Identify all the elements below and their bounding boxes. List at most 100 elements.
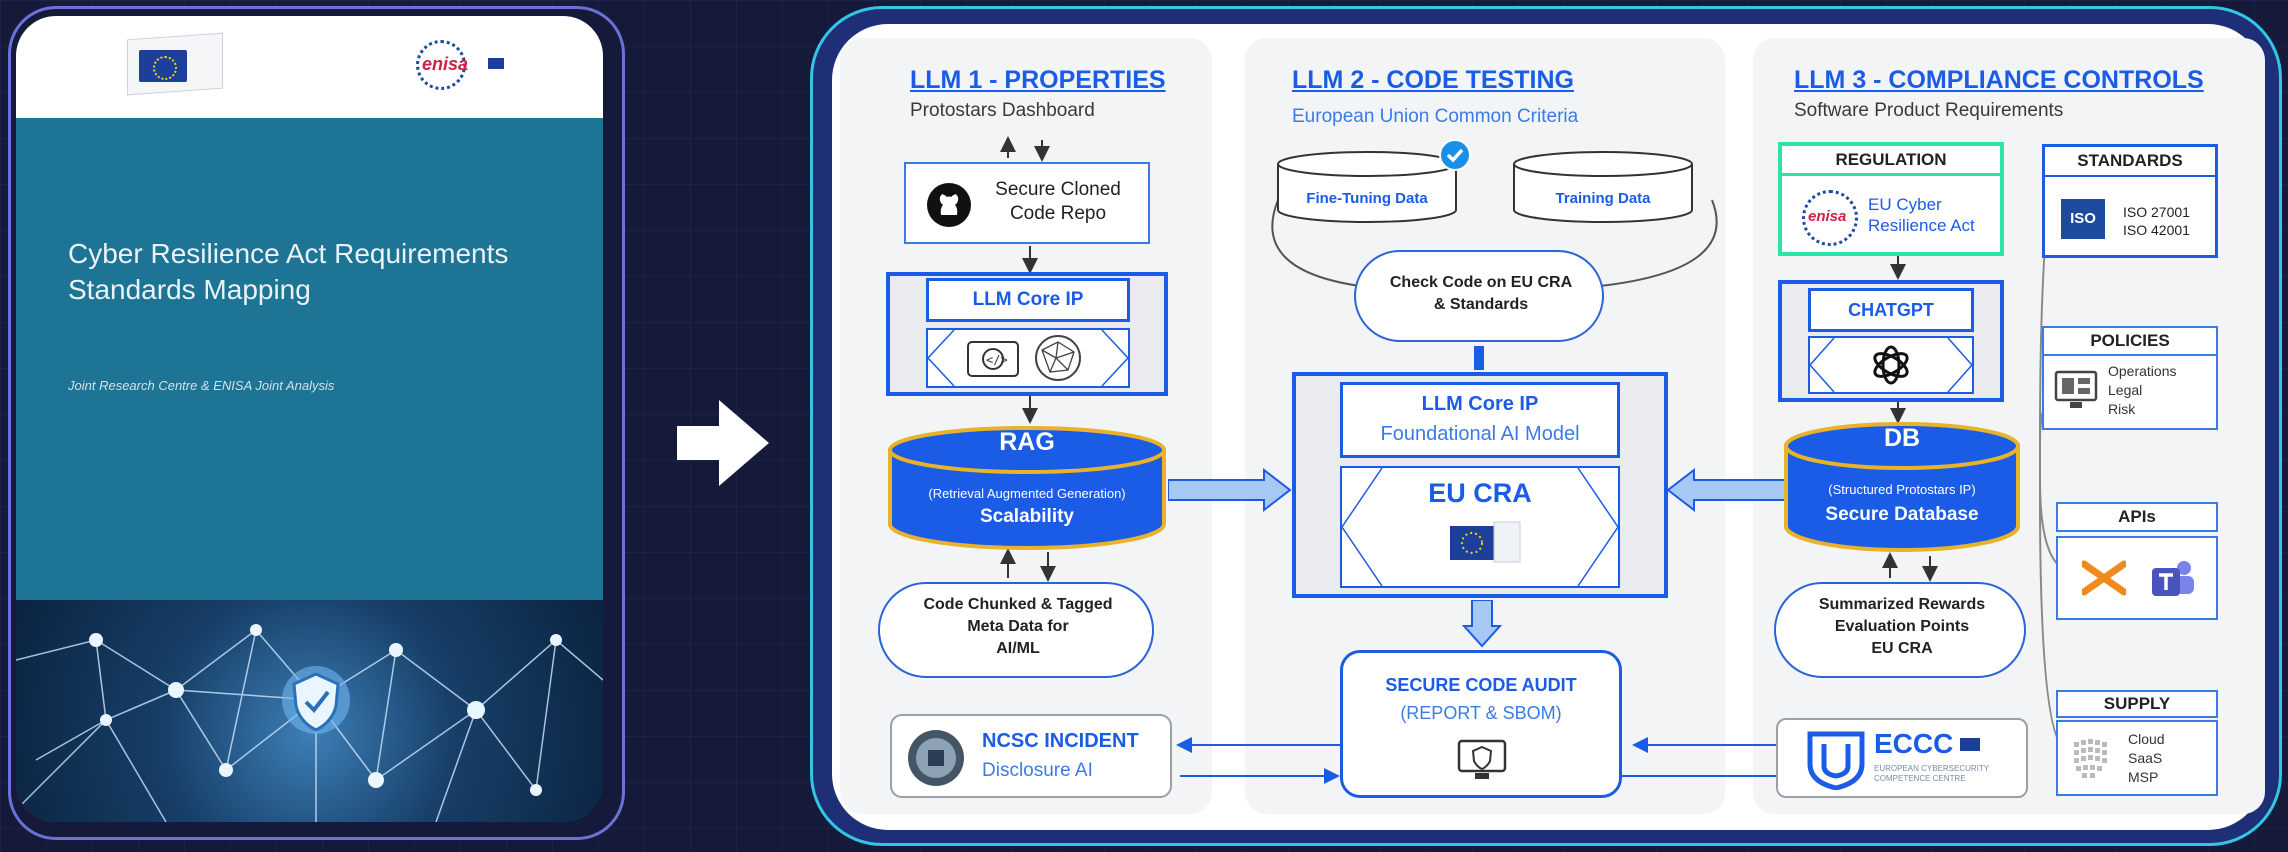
db-secure: Secure Database: [1825, 504, 1979, 525]
standards-box: STANDARDS ISO ISO 27001 ISO 42001: [2042, 144, 2218, 258]
enisa-small-wordmark: enisa: [1808, 208, 1847, 225]
llm2-core-label-box: LLM Core IP Foundational AI Model: [1340, 382, 1620, 458]
chatgpt-label: CHATGPT: [1808, 288, 1974, 332]
monitor-shield-icon: [1457, 739, 1507, 779]
llm2-heading: LLM 2 - CODE TESTING: [1292, 66, 1574, 94]
cloud1-line-1: Code Chunked & Tagged: [923, 596, 1113, 613]
llm1-core-visual: </>: [926, 328, 1130, 388]
apis-icons: [2056, 536, 2218, 620]
arrow-rag-to-core: [1168, 468, 1292, 512]
llm3-subheading: Software Product Requirements: [1794, 100, 2064, 121]
network-shield-illustration: [16, 600, 603, 822]
svg-text:</>: </>: [986, 353, 1008, 367]
cover-title-line-1: Cyber Resilience Act Requirements: [68, 238, 509, 269]
iso-27001: ISO 27001: [2123, 204, 2190, 220]
verified-check-icon: [1439, 139, 1471, 171]
llm2-core-block: LLM Core IP Foundational AI Model EU CRA: [1292, 372, 1668, 598]
supply-cloud: Cloud: [2128, 731, 2165, 747]
chatgpt-visual: [1808, 336, 1974, 394]
policy-risk: Risk: [2108, 401, 2136, 417]
ncsc-title: NCSC INCIDENT: [982, 730, 1139, 752]
supply-label: SUPPLY: [2056, 690, 2218, 718]
openai-icon: [1873, 345, 1909, 385]
apis-label: APIs: [2056, 502, 2218, 532]
rag-cylinder: RAG (Retrieval Augmented Generation) Sca…: [886, 424, 1168, 554]
reg-line-2: Resilience Act: [1868, 216, 1975, 235]
enisa-small-logo: enisa: [1802, 190, 1858, 246]
github-icon: [927, 183, 971, 227]
arrow-db-to-core: [1666, 468, 1790, 512]
supply-msp: MSP: [2128, 769, 2159, 785]
cover-subtitle: Joint Research Centre & ENISA Joint Anal…: [68, 378, 335, 393]
secure-code-repo-box: Secure Cloned Code Repo: [904, 162, 1150, 244]
cloud2-line-2: & Standards: [1433, 296, 1529, 313]
jira-bowtie-icon: [2082, 560, 2126, 596]
policies-label: POLICIES: [2044, 328, 2216, 356]
llm1-subheading: Protostars Dashboard: [910, 100, 1095, 121]
eu-flag-tiny-icon: [1960, 738, 1980, 751]
ncsc-subtitle: Disclosure AI: [982, 760, 1093, 781]
cover-header-strip: enisa: [16, 16, 603, 118]
audit-subtitle: (REPORT & SBOM): [1400, 703, 1562, 723]
repo-line-1: Secure Cloned: [995, 179, 1121, 200]
cover-title: Cyber Resilience Act Requirements Standa…: [68, 236, 508, 308]
rag-scalability: Scalability: [980, 506, 1074, 527]
llm1-core-block: LLM Core IP </>: [886, 272, 1168, 396]
ncsc-incident-box: NCSC INCIDENT Disclosure AI: [890, 714, 1172, 798]
policies-list: Operations Legal Risk: [2108, 362, 2176, 419]
arrow-core-to-audit: [1462, 600, 1502, 648]
audit-title: SECURE CODE AUDIT: [1385, 675, 1577, 695]
cloud1-line-2: Meta Data for: [967, 618, 1069, 635]
enisa-wordmark: enisa: [422, 54, 469, 74]
db-title: DB: [1883, 424, 1921, 452]
iso-list: ISO 27001 ISO 42001: [2123, 203, 2190, 239]
apis-group: APIs: [2056, 502, 2218, 620]
enisa-logo: enisa: [416, 36, 526, 96]
cloud3-line-1: Summarized Rewards: [1818, 596, 1986, 613]
llm3-heading: LLM 3 - COMPLIANCE CONTROLS: [1794, 66, 2204, 94]
eu-flag-icon: [1450, 526, 1494, 560]
enisa-star-ring-icon: [416, 40, 466, 90]
training-label: Training Data: [1555, 190, 1651, 207]
repo-label: Secure Cloned Code Repo: [978, 178, 1138, 226]
eccc-title: ECCC: [1874, 728, 1954, 759]
llm2-core-subtitle: Foundational AI Model: [1380, 423, 1580, 445]
eccc-box: ECCC EUROPEAN CYBERSECURITY COMPETENCE C…: [1776, 718, 2028, 798]
cloud3-line-3: EU CRA: [1871, 640, 1933, 657]
cloud3-text: Summarized Rewards Evaluation Points EU …: [1776, 594, 2028, 660]
eu-cra-block: EU CRA: [1340, 466, 1620, 588]
secure-code-audit-box: SECURE CODE AUDIT (REPORT & SBOM): [1340, 650, 1622, 798]
right-arrow-icon: [677, 400, 769, 486]
chatgpt-block: CHATGPT: [1778, 280, 2004, 402]
training-data-cylinder: Training Data: [1512, 150, 1694, 226]
reg-line-1: EU Cyber: [1868, 195, 1942, 214]
policy-legal: Legal: [2108, 382, 2143, 398]
eu-cra-label: EU CRA: [1428, 478, 1532, 508]
eu-flag-icon: [139, 50, 187, 82]
repo-line-2: Code Repo: [1009, 203, 1107, 224]
policy-operations: Operations: [2108, 363, 2177, 379]
eccc-shield-icon: [1807, 731, 1865, 790]
iso-logo-icon: ISO: [2061, 199, 2105, 239]
policies-box: POLICIES Operations Legal Risk: [2042, 326, 2218, 430]
cover-title-line-2: Standards Mapping: [68, 274, 311, 305]
db-subtitle: (Structured Protostars IP): [1828, 482, 1976, 497]
reg-text: EU Cyber Resilience Act: [1868, 194, 1975, 236]
ncsc-seal-icon: [908, 730, 964, 786]
finetuning-label: Fine-Tuning Data: [1306, 190, 1428, 207]
enisa-ring-icon: [1802, 190, 1858, 246]
eccc-sub-line-1: EUROPEAN CYBERSECURITY: [1874, 764, 1990, 773]
eccc-subtitle: EUROPEAN CYBERSECURITY COMPETENCE CENTRE: [1874, 764, 1989, 784]
summarized-rewards-cloud: Summarized Rewards Evaluation Points EU …: [1774, 582, 2026, 678]
supply-chain-grid-icon: [2074, 739, 2107, 778]
dashboard-monitor-icon: [2054, 370, 2098, 408]
check-code-cloud: Check Code on EU CRA & Standards: [1354, 250, 1604, 342]
ai-brain-icon: [1035, 335, 1081, 381]
regulation-box: REGULATION enisa EU Cyber Resilience Act: [1778, 142, 2004, 256]
european-commission-logo: [121, 26, 231, 102]
report-cover: enisa Cyber Resilience Act Requirements …: [16, 16, 603, 822]
cloud2-line-1: Check Code on EU CRA: [1389, 274, 1573, 291]
regulation-label: REGULATION: [1782, 146, 2000, 176]
supply-list: Cloud SaaS MSP: [2128, 730, 2165, 787]
eu-flag-small-icon: [488, 58, 504, 69]
